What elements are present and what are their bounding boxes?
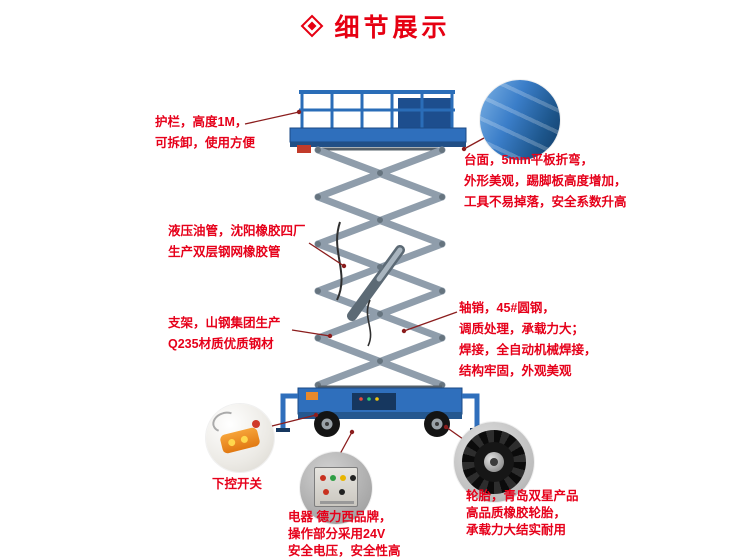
callout-tire-line2: 高品质橡胶轮胎，	[466, 506, 567, 520]
callout-pin-line4: 结构牢固，外观美观	[459, 364, 572, 378]
panel-label-bar	[320, 501, 354, 504]
callout-hydraulic-line2: 生产双层钢网橡胶管	[168, 245, 281, 259]
panel-button-green	[330, 475, 336, 481]
panel-button-yellow	[340, 475, 346, 481]
tire-tread	[462, 430, 526, 494]
callout-platform-line3: 工具不易掉落，安全系数升高	[464, 195, 627, 209]
callout-platform: 台面，5mm平板折弯， 外形美观，踢脚板高度增加， 工具不易掉落，安全系数升高	[464, 150, 627, 213]
panel-button-black-large	[339, 489, 345, 495]
callout-electric-line3: 安全电压，安全性高	[288, 544, 401, 558]
callout-guardrail-line1: 护栏，高度1M，	[155, 115, 248, 129]
callout-platform-line2: 外形美观，踢脚板高度增加，	[464, 174, 627, 188]
tire-sidewall	[474, 442, 514, 482]
remote-control-photo	[206, 404, 274, 472]
remote-button	[227, 438, 236, 447]
wheels	[314, 411, 450, 437]
callout-guardrail: 护栏，高度1M， 可拆卸，使用方便	[155, 112, 255, 154]
scissor-joints	[315, 147, 445, 388]
callout-frame: 支架，山钢集团生产 Q235材质优质钢材	[168, 313, 281, 355]
callout-lower-control-line1: 下控开关	[212, 477, 263, 491]
page-header: 细节展示	[0, 8, 750, 44]
panel-button-red-large	[323, 489, 329, 495]
hydraulic-cylinder	[347, 245, 405, 321]
hydraulic-hose-2	[366, 299, 372, 347]
callout-tire-line3: 承载力大结实耐用	[466, 523, 567, 537]
callout-guardrail-line2: 可拆卸，使用方便	[155, 136, 256, 150]
page-title: 细节展示	[334, 14, 451, 42]
remote-button	[240, 435, 249, 444]
callout-platform-line1: 台面，5mm平板折弯，	[464, 153, 594, 167]
control-panel-face	[314, 467, 358, 507]
connector-lines	[244, 109, 485, 455]
callout-hydraulic-line1: 液压油管，沈阳橡胶四厂	[168, 224, 306, 238]
platform-deck	[289, 127, 467, 153]
tire-hub	[484, 452, 504, 472]
tire-photo	[454, 422, 534, 502]
base-chassis	[297, 387, 463, 419]
callout-electric-line1: 电器 德力西品牌，	[288, 510, 392, 524]
callout-pin-line3: 焊接，全自动机械焊接，	[459, 343, 597, 357]
callout-tire-line1: 轮胎，青岛双星产品	[466, 489, 579, 503]
platform-closeup-photo	[480, 80, 560, 160]
callout-frame-line2: Q235材质优质钢材	[168, 337, 274, 351]
panel-button-black	[350, 475, 356, 481]
double-diamond-icon	[301, 14, 324, 38]
callout-hydraulic-hose: 液压油管，沈阳橡胶四厂 生产双层钢网橡胶管	[168, 221, 306, 263]
hydraulic-hose	[336, 221, 343, 301]
callout-lower-control: 下控开关	[212, 474, 262, 495]
callout-electric-line2: 操作部分采用24V	[288, 527, 386, 541]
callout-pin-line1: 轴销，45#圆钢，	[459, 301, 555, 315]
guardrail	[299, 90, 455, 129]
callout-pin-line2: 调质处理，承载力大；	[459, 322, 585, 336]
callout-electric: 电器 德力西品牌， 操作部分采用24V 安全电压，安全性高	[288, 509, 401, 560]
callout-axle-pin: 轴销，45#圆钢， 调质处理，承载力大； 焊接，全自动机械焊接， 结构牢固，外观…	[459, 298, 597, 382]
panel-button-red	[320, 475, 326, 481]
callout-frame-line1: 支架，山钢集团生产	[168, 316, 281, 330]
callout-tire: 轮胎，青岛双星产品 高品质橡胶轮胎， 承载力大结实耐用	[466, 488, 579, 539]
tire-hub-center	[490, 458, 498, 466]
electric-control-panel-photo	[300, 452, 372, 524]
remote-knob	[252, 420, 260, 428]
